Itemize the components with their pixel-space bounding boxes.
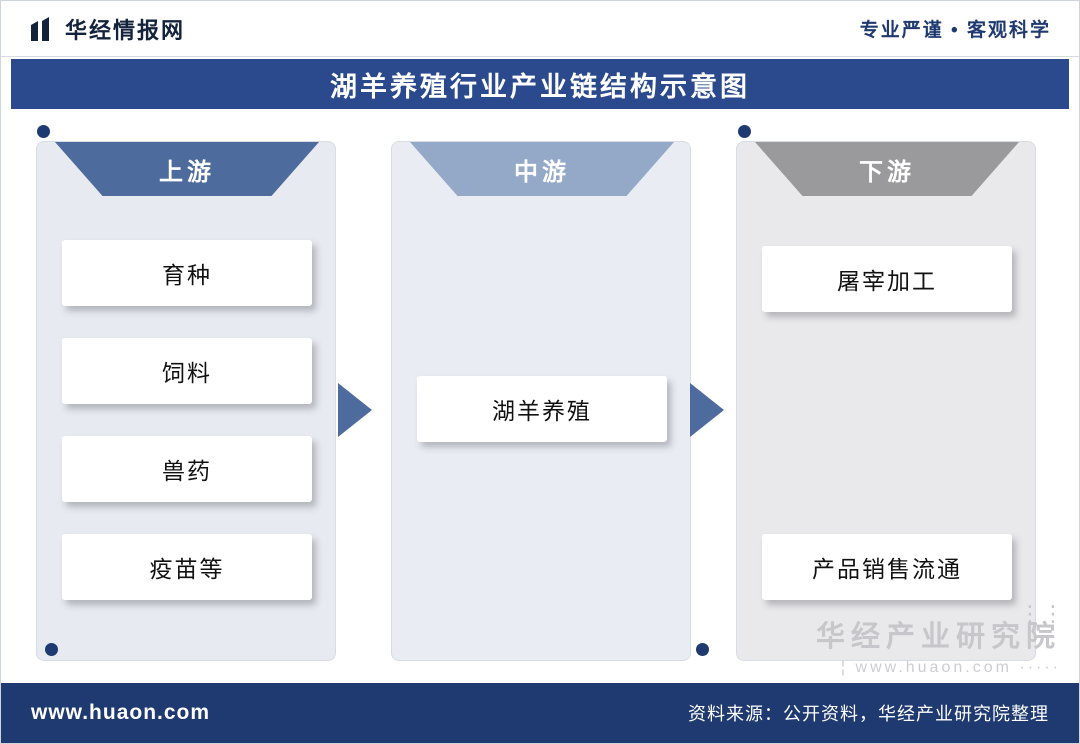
tab-midstream-label: 中游 (410, 142, 674, 196)
midstream-item-hu-sheep-farming: 湖羊养殖 (417, 376, 667, 442)
brand: 华经情报网 (29, 13, 185, 45)
panel-upstream: 上游 育种 饲料 兽药 疫苗等 (36, 141, 336, 661)
brand-logo-icon (29, 16, 55, 41)
title-banner: 湖羊养殖行业产业链结构示意图 (11, 59, 1069, 109)
footer-site-url: www.huaon.com (31, 701, 211, 724)
corner-dot-icon (738, 125, 751, 138)
upstream-item-breeding: 育种 (62, 240, 312, 306)
brand-name: 华经情报网 (65, 17, 186, 43)
corner-dot-icon (45, 643, 58, 656)
watermark-main-text: 华经产业研究院 (815, 621, 1061, 653)
panel-midstream: 中游 湖羊养殖 (391, 141, 691, 661)
footer-bar: www.huaon.com 资料来源：公开资料，华经产业研究院整理 (1, 683, 1079, 743)
downstream-item-slaughter-processing: 屠宰加工 (762, 246, 1012, 312)
tab-downstream-label: 下游 (755, 142, 1019, 196)
downstream-item-product-sales-distribution: 产品销售流通 (762, 534, 1012, 600)
arrow-upstream-to-midstream-icon (338, 383, 372, 437)
arrow-midstream-to-downstream-icon (690, 383, 724, 437)
footer-data-source: 资料来源：公开资料，华经产业研究院整理 (688, 704, 1049, 724)
tab-upstream-label: 上游 (55, 142, 319, 196)
top-header: 华经情报网 专业严谨 • 客观科学 (1, 1, 1079, 57)
upstream-item-vaccines: 疫苗等 (62, 534, 312, 600)
watermark-sub-text: ¦ www.huaon.com ····· (840, 659, 1061, 676)
header-tagline: 专业严谨 • 客观科学 (859, 20, 1051, 41)
upstream-item-veterinary-medicine: 兽药 (62, 436, 312, 502)
watermark-dots-icon: ⋮⋮ (1019, 601, 1065, 626)
panel-downstream: 下游 屠宰加工 产品销售流通 (736, 141, 1036, 661)
corner-dot-icon (37, 125, 50, 138)
upstream-item-feed: 饲料 (62, 338, 312, 404)
corner-dot-icon (696, 643, 709, 656)
watermark: ⋮⋮ 华经产业研究院 ¦ www.huaon.com ····· (815, 601, 1064, 677)
page-title: 湖羊养殖行业产业链结构示意图 (330, 71, 750, 102)
